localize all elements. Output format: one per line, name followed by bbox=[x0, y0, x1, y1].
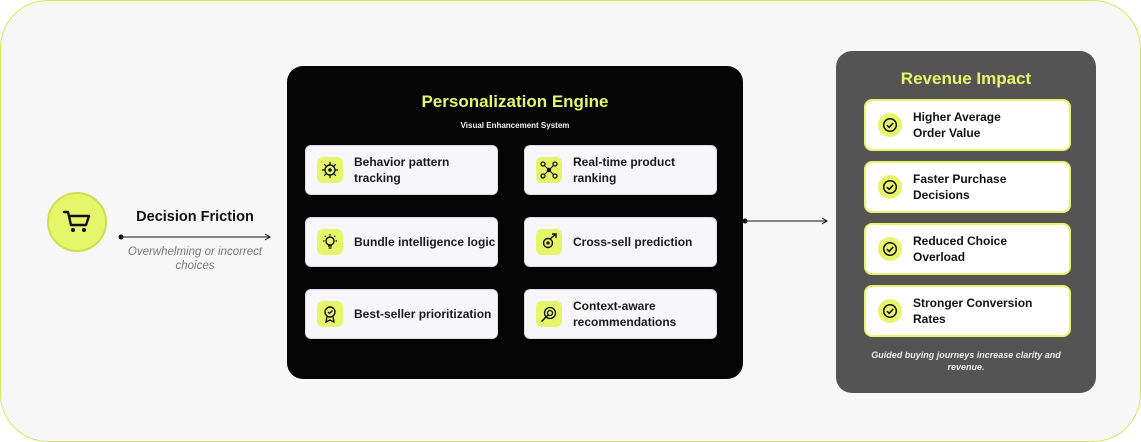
impact-card: Reduced Choice Overload bbox=[864, 223, 1071, 275]
revenue-title: Revenue Impact bbox=[900, 69, 1032, 88]
revenue-footer: Guided buying journeys increase clarity … bbox=[871, 350, 1061, 372]
feature-card: Context-aware recommendations bbox=[524, 289, 717, 339]
feature-card: Cross-sell prediction bbox=[524, 217, 717, 267]
check-circle-icon bbox=[878, 299, 902, 323]
friction-subtitle: Overwhelming or incorrect choices bbox=[127, 246, 263, 273]
friction-title: Decision Friction bbox=[136, 209, 254, 225]
gear-arrow-icon bbox=[536, 229, 562, 255]
award-badge-icon bbox=[317, 301, 343, 327]
feature-label: Bundle intelligence logic bbox=[354, 235, 496, 249]
target-tag-icon bbox=[536, 301, 562, 327]
personalization-engine-panel: Personalization Engine Visual Enhancemen… bbox=[287, 66, 743, 379]
feature-label: Best-seller prioritization bbox=[354, 307, 492, 321]
feature-label: Behavior pattern tracking bbox=[354, 155, 450, 185]
revenue-impact-panel: Revenue Impact Higher Average Order Valu… bbox=[836, 51, 1096, 393]
check-circle-icon bbox=[878, 237, 902, 261]
feature-label: Cross-sell prediction bbox=[573, 235, 693, 249]
cart-badge bbox=[47, 192, 107, 252]
feature-label: Context-aware recommendations bbox=[573, 299, 677, 329]
gear-brain-icon bbox=[317, 157, 343, 183]
impact-card: Higher Average Order Value bbox=[864, 99, 1071, 151]
impact-label: Reduced Choice Overload bbox=[913, 234, 1008, 264]
feature-card: Behavior pattern tracking bbox=[305, 145, 498, 195]
shopping-cart-icon bbox=[62, 210, 91, 232]
feature-label: Real-time product ranking bbox=[573, 155, 676, 185]
friction-arrow bbox=[118, 233, 271, 241]
engine-to-revenue-arrow bbox=[742, 217, 828, 225]
impact-label: Faster Purchase Decisions bbox=[913, 172, 1007, 202]
engine-subtitle: Visual Enhancement System bbox=[460, 121, 570, 130]
feature-card: Real-time product ranking bbox=[524, 145, 717, 195]
impact-card: Faster Purchase Decisions bbox=[864, 161, 1071, 213]
impact-label: Higher Average Order Value bbox=[913, 110, 1001, 140]
feature-card: Best-seller prioritization bbox=[305, 289, 498, 339]
impact-label: Stronger Conversion Rates bbox=[913, 296, 1033, 326]
lightbulb-icon bbox=[317, 229, 343, 255]
feature-card: Bundle intelligence logic bbox=[305, 217, 498, 267]
network-icon bbox=[536, 157, 562, 183]
impact-card: Stronger Conversion Rates bbox=[864, 285, 1071, 337]
check-circle-icon bbox=[878, 113, 902, 137]
engine-title: Personalization Engine bbox=[421, 92, 609, 111]
check-circle-icon bbox=[878, 175, 902, 199]
